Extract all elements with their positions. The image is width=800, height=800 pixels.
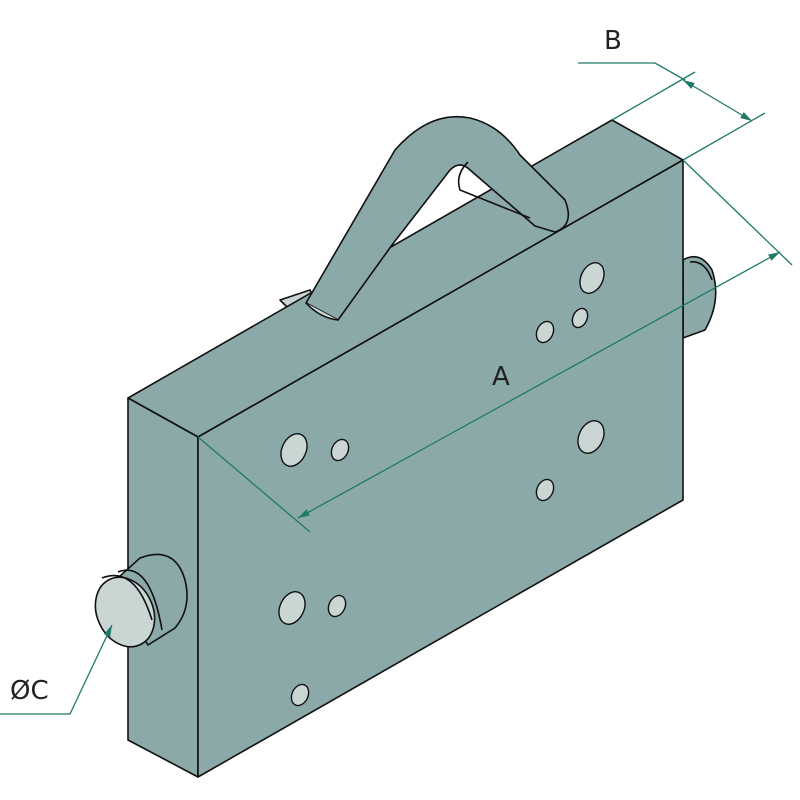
dimension-a-label: A	[492, 362, 510, 392]
left-pin	[94, 553, 188, 648]
dimension-a	[197, 159, 793, 533]
hole	[327, 594, 347, 618]
hole	[278, 591, 306, 625]
hole	[290, 683, 310, 707]
dimension-b	[578, 62, 766, 161]
dimension-b-label: B	[604, 26, 622, 56]
dimension-c-leader	[0, 624, 113, 715]
dimension-c-label: ØC	[10, 676, 49, 706]
right-pin	[682, 255, 717, 339]
